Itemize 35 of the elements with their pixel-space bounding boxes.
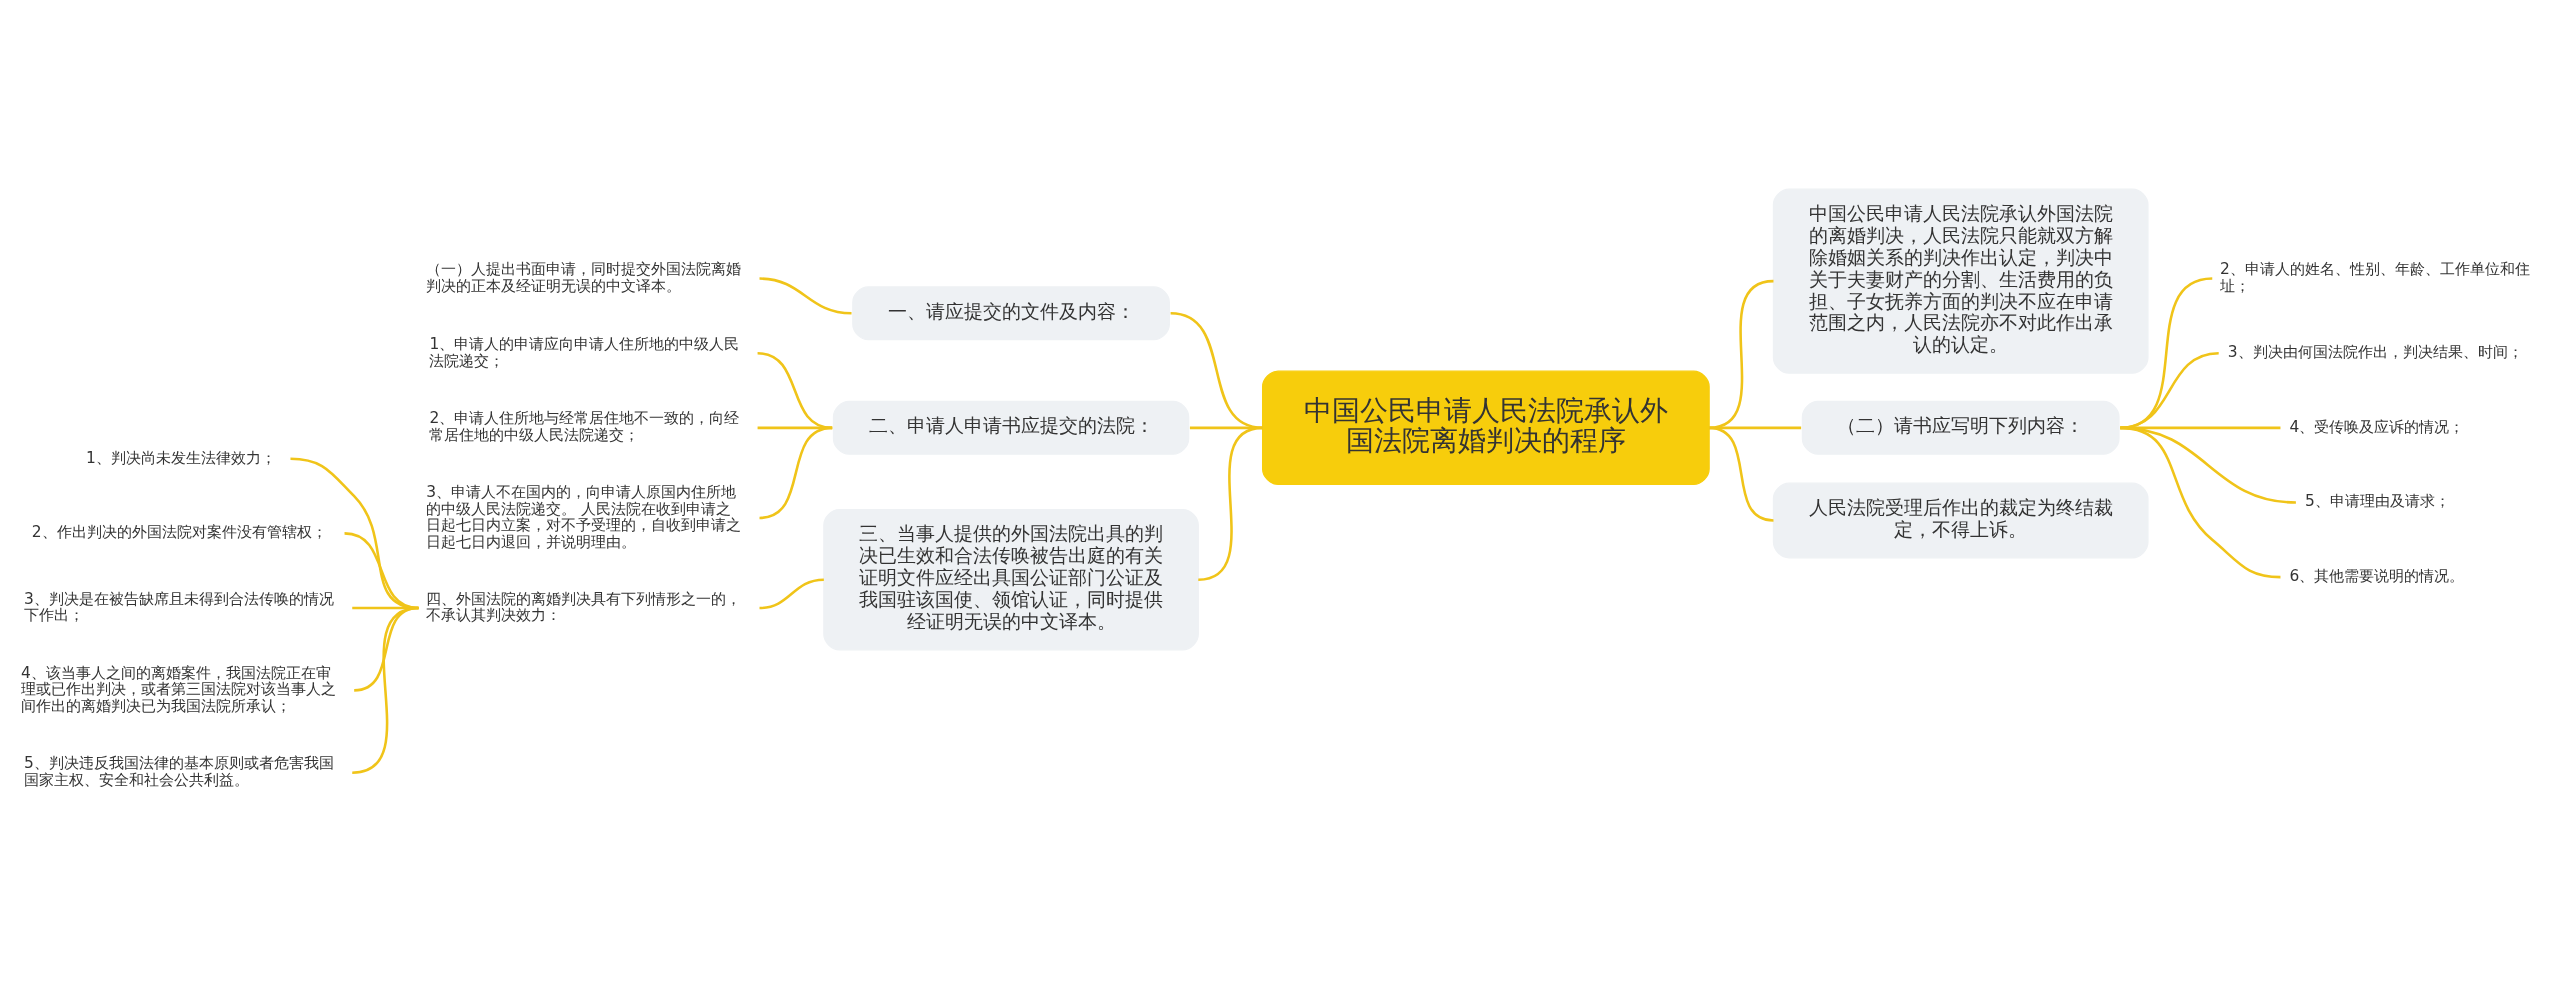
node-box: 中国公民申请人民法院承认外国法院离婚判决的程序	[1262, 370, 1710, 486]
node-box: 三、当事人提供的外国法院出具的判决已生效和合法传唤被告出庭的有关证明文件应经出具国公证部门公证及我国驻该国使、领馆认证，同时提供经证明无误的中文译本。	[823, 508, 1199, 651]
node-text: 3、申请人不在国内的，向申请人原国内住所地的中级人民法院递交。 人民法院在收到申请之日起七日内立案，对不予受理的，自收到申请之日起七日内退回，并说明理由。	[426, 482, 742, 551]
connector	[1708, 426, 1774, 522]
connector	[757, 351, 833, 430]
node-box: 中国公民申请人民法院承认外国法院的离婚判决，人民法院只能就双方解除婚姻关系的判决作出认定，判决中关于夫妻财产的分割、生活费用的负担、子女抚养方面的判决不应在申请范围之内，人民法院亦不对此作出承认的认定。	[1772, 188, 2149, 374]
node-text: 3、判决由何国法院作出，判决结果、时间；	[2227, 343, 2523, 362]
connector	[2120, 351, 2219, 430]
node-text: 4、受传唤及应诉的情况；	[2289, 417, 2465, 436]
node-text: （一）人提出书面申请，同时提交外国法院离婚判决的正本及经证明无误的中文译本。	[426, 260, 742, 295]
node-text: 3、判决是在被告缺席且未得到合法传唤的情况下作出；	[24, 589, 334, 625]
node-text: 1、申请人的申请应向申请人住所地的中级人民法院递交；	[429, 334, 740, 370]
node-text: 1、判决尚未发生法律效力；	[85, 448, 276, 467]
connector	[344, 532, 419, 610]
node-box: （二）请书应写明下列内容：	[1801, 400, 2120, 455]
node-text: 5、判决违反我国法律的基本原则或者危害我国国家主权、安全和社会公共利益。	[24, 754, 334, 790]
connector	[352, 606, 419, 774]
node-text: 2、作出判决的外国法院对案件没有管辖权；	[31, 523, 327, 542]
node-text: 四、外国法院的离婚判决具有下列情形之一的，不承认其判决效力：	[426, 589, 742, 625]
connector	[290, 457, 419, 610]
node-text: 2、申请人住所地与经常居住地不一致的，向经常居住地的中级人民法院递交；	[429, 409, 740, 445]
node-text: 6、其他需要说明的情况。	[2289, 567, 2465, 586]
connector	[1170, 312, 1263, 430]
node-box: 一、请应提交的文件及内容：	[852, 286, 1170, 341]
connector	[759, 578, 824, 610]
node-text: 5、申请理由及请求；	[2304, 492, 2450, 511]
connector	[759, 426, 833, 520]
node-text: 4、该当事人之间的离婚案件，我国法院正在审理或已作出判决，或者第三国法院对该当事人之间作出的离婚判决已为我国法院所承认；	[20, 663, 336, 716]
connector	[759, 277, 852, 315]
connector	[2120, 426, 2281, 579]
node-box: 人民法院受理后作出的裁定为终结裁定，不得上诉。	[1772, 482, 2149, 559]
connector	[1198, 426, 1263, 581]
node-text: 2、申请人的姓名、性别、年龄、工作单位和住址；	[2219, 260, 2530, 295]
connector	[1708, 279, 1774, 430]
node-box: 二、申请人申请书应提交的法院：	[832, 400, 1190, 455]
